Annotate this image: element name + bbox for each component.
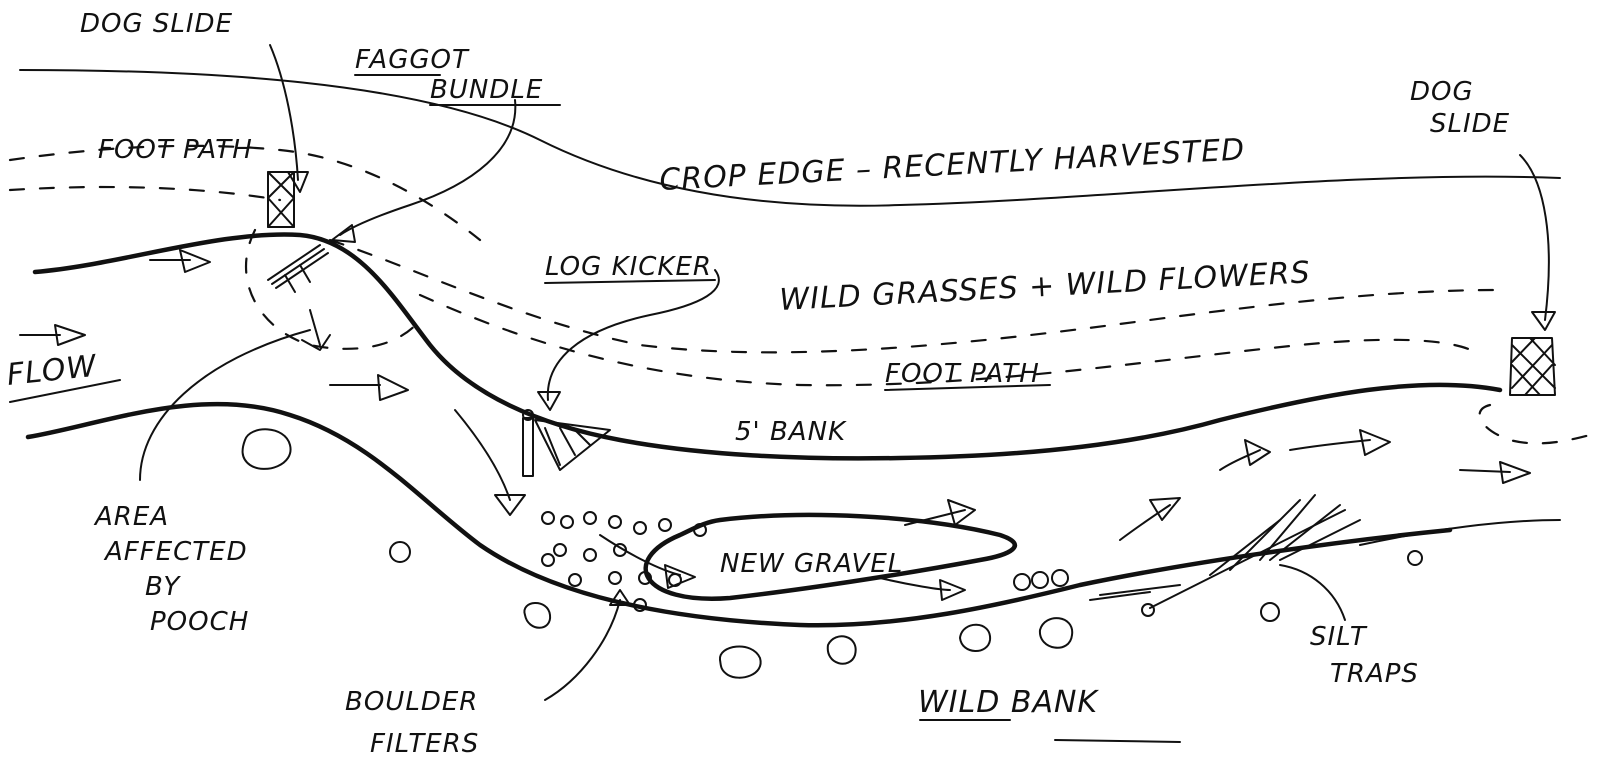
pooch-affected-area <box>244 228 422 350</box>
log-kicker-structure <box>522 409 611 477</box>
label-dog-slide-left: DOG SLIDE <box>80 9 233 39</box>
label-faggot-line1: FAGGOT <box>355 45 470 75</box>
silt-traps-structure <box>1089 494 1361 617</box>
boulder <box>241 428 292 470</box>
label-wild-grasses: WILD GRASSES + WILD FLOWERS <box>779 255 1312 318</box>
label-boulder-line1: BOULDER <box>345 687 478 717</box>
label-silt-line2: TRAPS <box>1330 659 1419 689</box>
leader-arrows <box>139 44 1556 701</box>
label-boulder-line2: FILTERS <box>370 729 479 759</box>
faggot-bundle-structure <box>267 244 329 293</box>
lower-bank-extension <box>1359 519 1561 546</box>
dog-slide-left-structure <box>267 171 295 228</box>
label-crop-edge: CROP EDGE – RECENTLY HARVESTED <box>659 132 1246 198</box>
label-faggot-line2: BUNDLE <box>430 75 543 105</box>
label-underlines <box>9 74 1181 743</box>
label-log-kicker: LOG KICKER <box>545 252 712 282</box>
label-new-gravel: NEW GRAVEL <box>720 549 903 579</box>
foot-path-right-upper <box>328 238 1502 354</box>
boulder <box>389 541 411 563</box>
label-area-line1: AREA <box>93 502 169 532</box>
dog-slide-right-dashes <box>1478 403 1592 445</box>
new-gravel-island <box>643 512 1017 601</box>
label-5-bank: 5' BANK <box>735 417 847 447</box>
label-silt-line1: SILT <box>1310 622 1368 652</box>
lower-river-bank <box>25 401 1453 628</box>
label-dog-slide-right-line2: SLIDE <box>1430 109 1510 139</box>
dog-slide-right-structure <box>1509 337 1556 396</box>
boulder <box>1260 602 1280 622</box>
label-area-line4: POOCH <box>150 607 249 637</box>
boulder <box>1038 617 1074 649</box>
boulder <box>959 623 992 652</box>
foot-path-left-upper <box>8 144 482 242</box>
label-foot-path-left: FOOT PATH <box>98 135 253 165</box>
label-area-line3: BY <box>145 572 181 602</box>
label-wild-bank: WILD BANK <box>918 685 1099 720</box>
boulder <box>826 635 857 665</box>
foot-path-left-lower <box>8 185 282 202</box>
upper-river-bank <box>32 232 1503 461</box>
label-foot-path-right: FOOT PATH <box>885 359 1040 389</box>
label-dog-slide-right-line1: DOG <box>1410 77 1474 107</box>
boulder <box>719 645 762 679</box>
boulder <box>523 602 552 629</box>
boulder <box>1407 550 1423 566</box>
flow-arrows <box>19 249 1531 601</box>
boulders <box>241 428 1423 679</box>
label-area-line2: AFFECTED <box>103 537 248 567</box>
crop-edge-line <box>19 69 1561 207</box>
